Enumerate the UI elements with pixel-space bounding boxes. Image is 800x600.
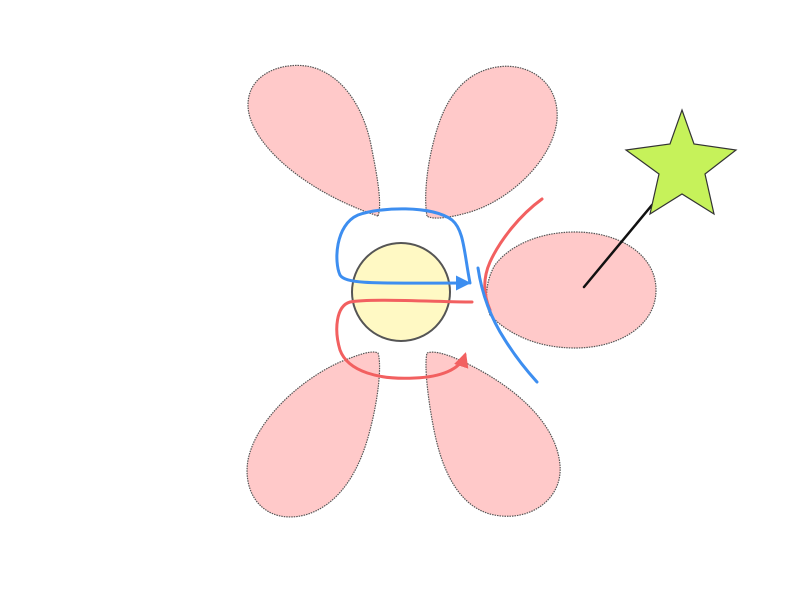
star-icon <box>624 108 738 216</box>
blue-loop-arrow <box>335 207 472 291</box>
petal-lower-right <box>425 351 561 517</box>
petal-upper-left <box>247 64 381 217</box>
wand-stick <box>582 203 654 289</box>
petal-lower-left <box>246 351 381 518</box>
petal-upper-right <box>425 65 558 219</box>
blue-curve <box>476 266 539 384</box>
center-disc <box>351 242 451 342</box>
petal-right <box>485 231 657 349</box>
red-loop-arrow <box>335 298 474 380</box>
